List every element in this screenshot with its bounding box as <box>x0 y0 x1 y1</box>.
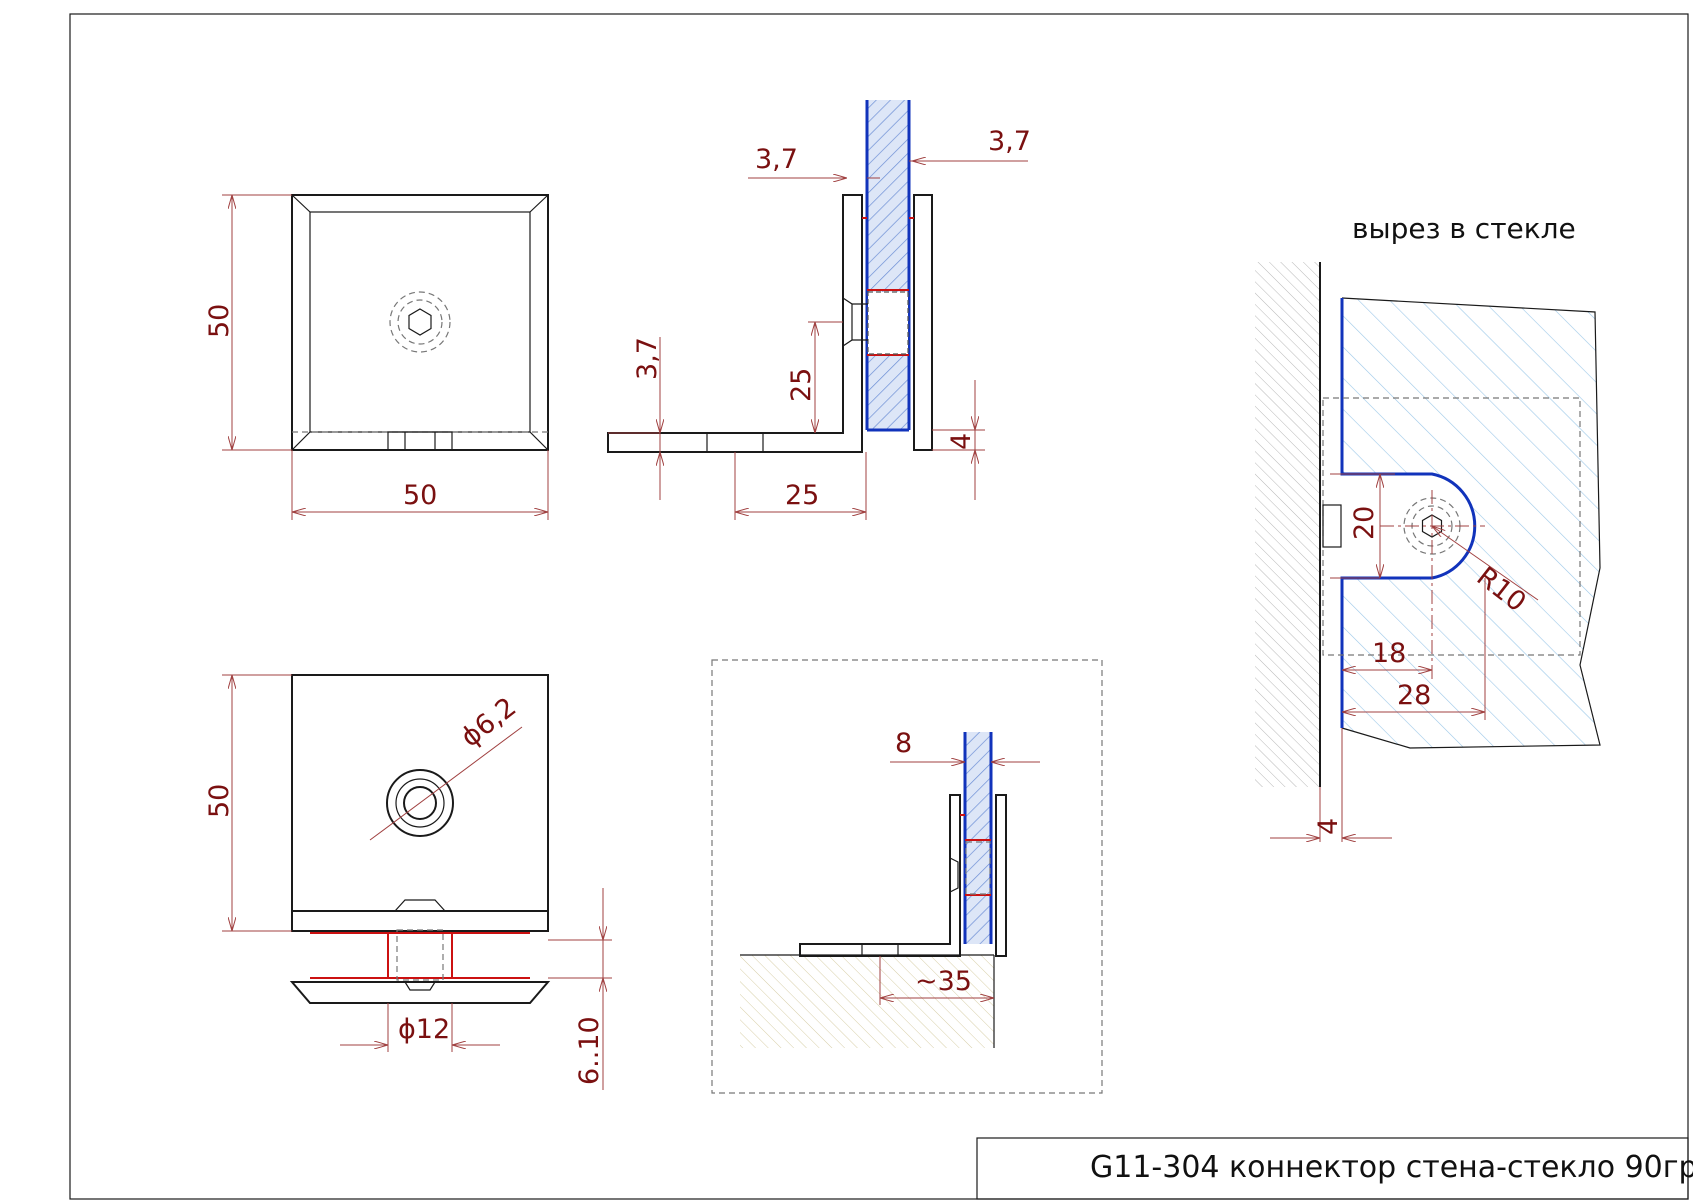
front-view: 50 50 <box>204 194 549 520</box>
mounting-detail: 8 ~35 <box>711 659 1103 1094</box>
dim-bottom-bolt: ϕ12 <box>398 1014 450 1045</box>
dim-cut-28: 28 <box>1397 680 1431 711</box>
dim-detail-glass: 8 <box>895 728 912 759</box>
dim-detail-offset: ~35 <box>915 966 972 997</box>
dim-bottom-height: 50 <box>204 784 235 818</box>
title-text: G11-304 коннектор стена-стекло 90гр <box>1090 1150 1693 1185</box>
dim-side-plate: 3,7 <box>632 337 663 380</box>
dim-front-width: 50 <box>403 480 437 511</box>
title-block: G11-304 коннектор стена-стекло 90гр <box>976 1137 1693 1200</box>
cutout-label: вырез в стекле <box>1352 212 1576 245</box>
dim-bottom-clamp: 6..10 <box>574 1016 605 1085</box>
dim-front-height: 50 <box>204 304 235 338</box>
side-view: 3,7 3,7 3,7 25 25 4 <box>607 100 1031 520</box>
dim-side-thickness: 4 <box>946 433 977 450</box>
dim-cut-height: 20 <box>1349 506 1380 540</box>
bottom-view: ϕ6,2 50 ϕ12 6..10 <box>204 674 612 1090</box>
glass-cutout: вырез в стекле 20 R10 18 28 4 <box>1255 212 1601 842</box>
dim-cut-gap: 4 <box>1313 818 1344 835</box>
sheet-frame <box>69 13 1689 1200</box>
dim-side-bolt-height: 25 <box>786 368 817 402</box>
dim-bottom-hole: ϕ6,2 <box>455 692 522 754</box>
dim-side-base: 25 <box>785 480 819 511</box>
dim-side-glass-left: 3,7 <box>755 144 798 175</box>
dim-side-glass-right: 3,7 <box>988 126 1031 157</box>
dim-cut-18: 18 <box>1372 638 1406 669</box>
